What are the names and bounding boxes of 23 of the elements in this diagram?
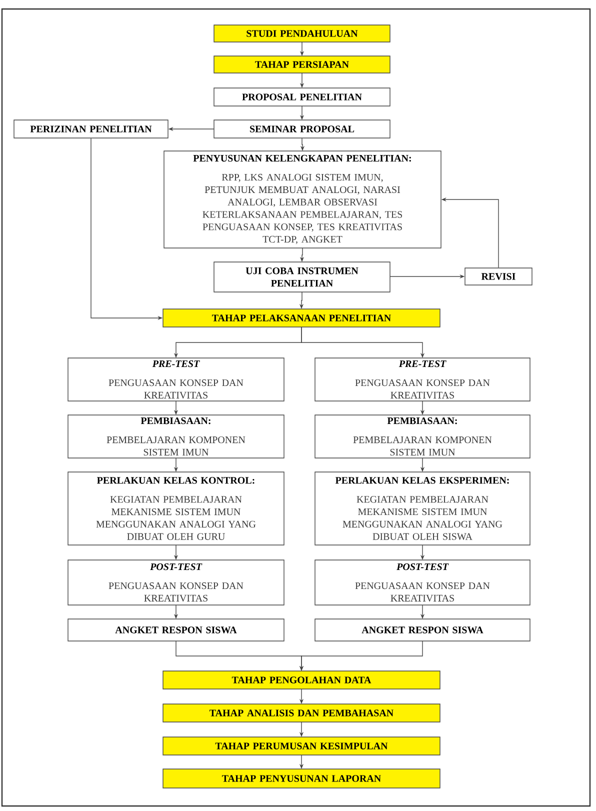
process-box: SEMINAR PROPOSAL [214,120,390,138]
process-box: PERIZINAN PENELITIAN [14,120,168,138]
process-box: REVISI [464,268,532,286]
process-box: ANGKET RESPON SISWA [68,618,284,642]
stage-box: STUDI PENDAHULUAN [214,24,390,42]
process-box: PEMBIASAAN: PEMBELAJARAN KOMPONEN SISTEM IMUN [68,414,284,458]
process-box: PENYUSUNAN KELENGKAPAN PENELITIAN: RPP, LKS ANALOGI SISTEM IMUN, PETUNJUK MEMBUAT ANALOGI, NARASI ANALOGI, LEMBAR OBSERVASI KETERLAKSANAAN PEMBELAJARAN, TES PENGUASAAN KONSEP, TES KREATIVITAS TCT-DP, ANGKET [164,150,442,248]
stage-box: TAHAP PENYUSUNAN LAPORAN [162,768,440,788]
process-box: POST-TEST PENGUASAAN KONSEP DAN KREATIVITAS [314,560,530,606]
process-box: UJI COBA INSTRUMEN PENELITIAN [214,262,390,292]
stage-box: TAHAP PENGOLAHAN DATA [162,670,440,690]
process-box: PERLAKUAN KELAS KONTROL: KEGIATAN PEMBELAJARAN MEKANISME SISTEM IMUN MENGGUNAKAN ANALOGI YANG DIBUAT OLEH GURU [68,472,284,546]
stage-box: TAHAP ANALISIS DAN PEMBAHASAN [162,704,440,722]
stage-box: TAHAP PERUMUSAN KESIMPULAN [162,736,440,756]
process-box: PEMBIASAAN: PEMBELAJARAN KOMPONEN SISTEM IMUN [314,414,530,458]
process-box: POST-TEST PENGUASAAN KONSEP DAN KREATIVITAS [68,560,284,606]
stage-box: TAHAP PERSIAPAN [214,56,390,74]
process-box: PROPOSAL PENELITIAN [214,88,390,106]
process-box: ANGKET RESPON SISWA [314,618,530,642]
process-box: PRE-TEST PENGUASAAN KONSEP DAN KREATIVITAS [68,358,284,402]
stage-box: TAHAP PELAKSANAAN PENELITIAN [162,308,440,328]
process-box: PERLAKUAN KELAS EKSPERIMEN: KEGIATAN PEMBELAJARAN MEKANISME SISTEM IMUN MENGGUNAKAN ANALOGI YANG DIBUAT OLEH SISWA [314,472,530,546]
process-box: PRE-TEST PENGUASAAN KONSEP DAN KREATIVITAS [314,358,530,402]
